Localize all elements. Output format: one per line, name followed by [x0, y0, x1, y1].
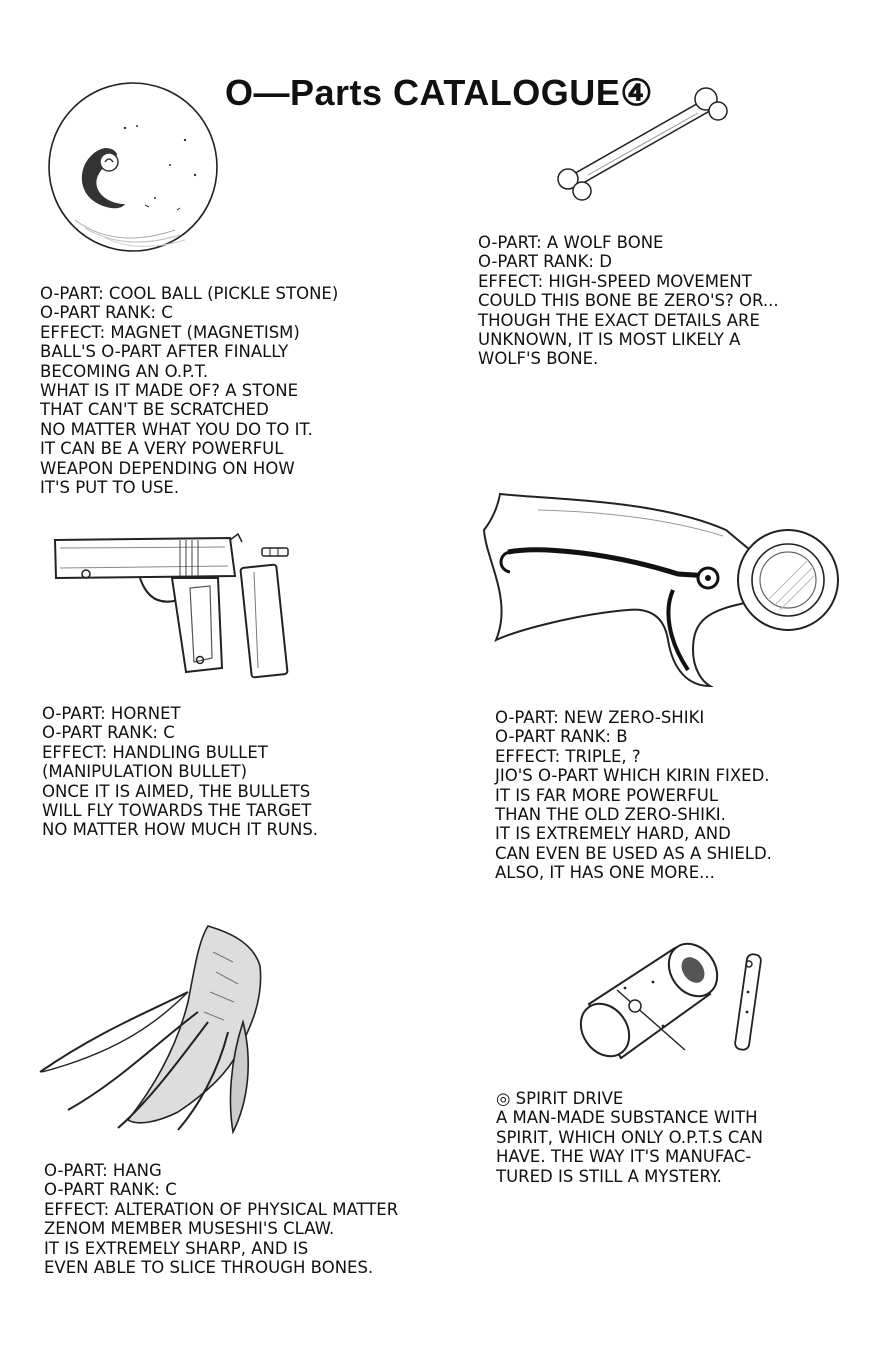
- entry-line: ZENOM MEMBER MUSESHI'S CLAW.: [44, 1219, 335, 1239]
- entry-line: O-PART: A WOLF BONE: [478, 233, 664, 252]
- entry-line: O-PART RANK: D: [478, 252, 612, 272]
- entry-line: THOUGH THE EXACT DETAILS ARE: [478, 310, 760, 330]
- entry-line: WEAPON DEPENDING ON HOW: [40, 458, 295, 478]
- entry-line: O-PART RANK: C: [44, 1180, 177, 1200]
- entry-line: IT IS EXTREMELY SHARP, AND IS: [44, 1238, 309, 1258]
- entry-line: O-PART RANK: C: [40, 303, 173, 323]
- entry-line: O-PART: NEW ZERO-SHIKI: [495, 708, 705, 727]
- entry-line: NO MATTER HOW MUCH IT RUNS.: [42, 820, 319, 840]
- entry-line: EFFECT: MAGNET (MAGNETISM): [40, 322, 300, 342]
- entry-line: O-PART: HORNET: [42, 704, 181, 723]
- entry-line: A MAN-MADE SUBSTANCE WITH: [496, 1108, 758, 1128]
- entry-line: BALL'S O-PART AFTER FINALLY: [40, 342, 289, 362]
- entry-cool-ball: O-PART: COOL BALL (PICKLE STONE) O-PART …: [40, 284, 338, 497]
- entry-line: WHAT IS IT MADE OF? A STONE: [40, 381, 299, 401]
- entry-line: BECOMING AN O.P.T.: [40, 361, 209, 381]
- entry-hang: O-PART: HANG O-PART RANK: C EFFECT: ALTE…: [44, 1161, 398, 1277]
- new-zero-shiki-illustration: [478, 490, 843, 690]
- entry-line: EFFECT: TRIPLE, ?: [495, 746, 641, 766]
- entry-line: HAVE. THE WAY IT'S MANUFAC-: [496, 1147, 752, 1167]
- entry-line: O-PART RANK: C: [42, 723, 175, 743]
- spirit-drive-illustration: [565, 930, 770, 1065]
- entry-line: THAT CAN'T BE SCRATCHED: [40, 400, 269, 420]
- hang-illustration: [38, 922, 268, 1137]
- entry-line: O-PART RANK: B: [495, 727, 628, 747]
- entry-line: COULD THIS BONE BE ZERO'S? OR...: [478, 291, 779, 311]
- entry-line: JIO'S O-PART WHICH KIRIN FIXED.: [495, 766, 770, 786]
- entry-line: TURED IS STILL A MYSTERY.: [496, 1166, 722, 1186]
- entry-wolf-bone: O-PART: A WOLF BONE O-PART RANK: D EFFEC…: [478, 233, 779, 369]
- entry-line: SPIRIT, WHICH ONLY O.P.T.S CAN: [496, 1127, 764, 1147]
- hornet-illustration: [50, 528, 310, 683]
- entry-line: IT'S PUT TO USE.: [40, 478, 180, 498]
- entry-line: CAN EVEN BE USED AS A SHIELD.: [495, 843, 772, 863]
- entry-line: IT IS EXTREMELY HARD, AND: [495, 824, 731, 844]
- entry-hornet: O-PART: HORNET O-PART RANK: C EFFECT: HA…: [42, 704, 318, 840]
- entry-line: O-PART: COOL BALL (PICKLE STONE): [40, 284, 339, 303]
- wolf-bone-illustration: [558, 85, 733, 205]
- cool-ball-illustration: [45, 80, 225, 260]
- entry-line: EFFECT: HIGH-SPEED MOVEMENT: [478, 271, 752, 291]
- entry-line: THAN THE OLD ZERO-SHIKI.: [495, 805, 726, 825]
- entry-line: UNKNOWN, IT IS MOST LIKELY A: [478, 330, 741, 350]
- page-title: O—Parts CATALOGUE④: [225, 72, 653, 113]
- entry-line: ◎ SPIRIT DRIVE: [496, 1089, 624, 1108]
- entry-line: IT IS FAR MORE POWERFUL: [495, 785, 719, 805]
- entry-line: ALSO, IT HAS ONE MORE...: [495, 863, 715, 883]
- entry-line: ONCE IT IS AIMED, THE BULLETS: [42, 781, 311, 801]
- entry-line: (MANIPULATION BULLET): [42, 762, 248, 782]
- entry-line: EVEN ABLE TO SLICE THROUGH BONES.: [44, 1258, 374, 1278]
- entry-spirit-drive: ◎ SPIRIT DRIVE A MAN-MADE SUBSTANCE WITH…: [496, 1089, 763, 1186]
- entry-line: WILL FLY TOWARDS THE TARGET: [42, 801, 312, 821]
- entry-line: WOLF'S BONE.: [478, 349, 599, 369]
- entry-line: EFFECT: HANDLING BULLET: [42, 742, 268, 762]
- entry-line: O-PART: HANG: [44, 1161, 162, 1180]
- entry-line: NO MATTER WHAT YOU DO TO IT.: [40, 419, 313, 439]
- entry-line: IT CAN BE A VERY POWERFUL: [40, 439, 284, 459]
- entry-new-zero-shiki: O-PART: NEW ZERO-SHIKI O-PART RANK: B EF…: [495, 708, 772, 883]
- entry-line: EFFECT: ALTERATION OF PHYSICAL MATTER: [44, 1199, 399, 1219]
